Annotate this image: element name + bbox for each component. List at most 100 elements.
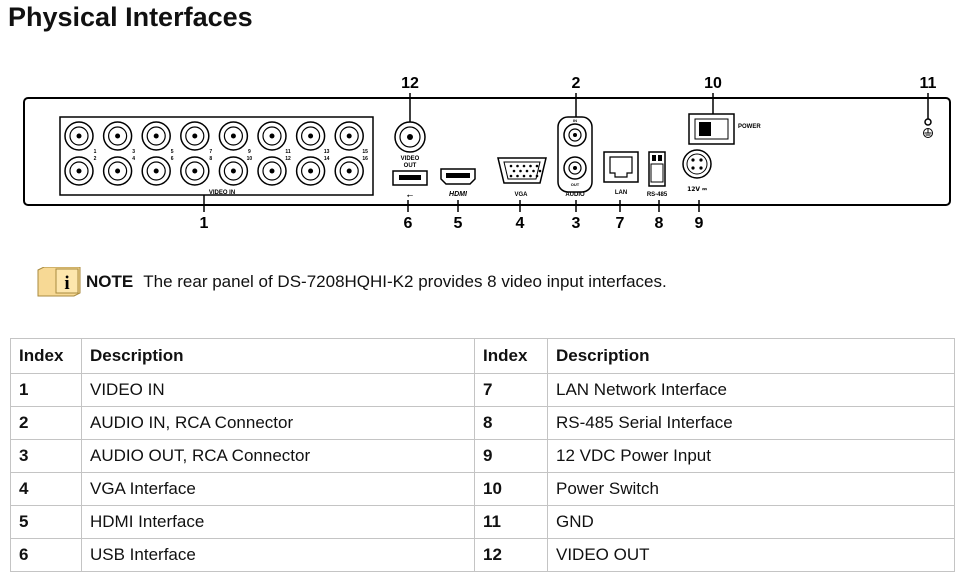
video-in-bnc-connector: 1 [64,121,97,155]
table-row: 1 VIDEO IN 7 LAN Network Interface [10,373,955,407]
channel-number: 9 [248,149,251,155]
info-note-icon: i [37,267,81,297]
row-description: VGA Interface [81,472,475,506]
video-in-bnc-connector: 6 [141,156,174,186]
video-in-bnc-connector: 7 [180,121,212,155]
audio-in-connector [563,123,587,147]
channel-number: 4 [132,156,135,162]
table-row: 3 AUDIO OUT, RCA Connector 9 12 VDC Powe… [10,439,955,473]
row-description-2: LAN Network Interface [547,373,955,407]
callout-11: 11 [920,75,937,92]
row-index: 4 [10,472,82,506]
channel-number: 1 [94,149,97,155]
callout-6: 6 [404,215,413,232]
video-in-bnc-connector: 9 [218,121,251,155]
header-index-2: Index [474,338,548,374]
power-switch-label: POWER [738,124,761,130]
row-index-2: 9 [474,439,548,473]
row-description: AUDIO IN, RCA Connector [81,406,475,440]
channel-number: 10 [247,156,253,162]
callout-9: 9 [695,215,704,232]
row-description: HDMI Interface [81,505,475,539]
hdmi-label: HDMI [449,191,468,198]
page-title: Physical Interfaces [8,2,253,32]
row-index-2: 8 [474,406,548,440]
note-label: NOTE [86,272,134,291]
video-in-bnc-connector: 10 [218,156,253,186]
note-text: The rear panel of DS-7208HQHI-K2 provide… [143,272,667,291]
callout-1: 1 [200,215,209,232]
row-index: 1 [10,373,82,407]
row-index: 6 [10,538,82,572]
table-header-row: Index Description Index Description [10,338,955,374]
interface-index-table: Index Description Index Description 1 VI… [10,338,955,572]
table-row: 5 HDMI Interface 11 GND [10,505,955,539]
video-out-label-2: OUT [404,163,417,169]
svg-text:i: i [64,273,69,294]
header-description-2: Description [547,338,955,374]
row-description: VIDEO IN [81,373,475,407]
table-row: 4 VGA Interface 10 Power Switch [10,472,955,506]
video-in-bnc-connector: 14 [295,156,330,186]
row-index: 2 [10,406,82,440]
channel-number: 12 [285,156,291,162]
row-description: AUDIO OUT, RCA Connector [81,439,475,473]
callout-4: 4 [516,215,525,232]
power-input-connector [682,149,712,179]
row-description-2: Power Switch [547,472,955,506]
video-in-bnc-connector: 15 [334,121,368,155]
callout-12: 12 [401,75,419,92]
video-in-bnc-connector: 12 [257,156,291,186]
video-in-bnc-connector: 2 [64,156,97,186]
channel-number: 8 [209,156,212,162]
video-in-bnc-connector: 4 [102,156,135,186]
row-description-2: GND [547,505,955,539]
table-row: 6 USB Interface 12 VIDEO OUT [10,538,955,572]
audio-out-label: OUT [571,182,580,187]
audio-in-label: IN [573,118,577,123]
row-index: 5 [10,505,82,539]
header-index: Index [10,338,82,374]
callout-5: 5 [454,215,463,232]
channel-number: 3 [132,149,135,155]
row-description-2: 12 VDC Power Input [547,439,955,473]
video-out-connector [394,121,426,153]
channel-number: 11 [285,149,291,155]
audio-label: AUDIO [565,192,585,198]
vga-label: VGA [514,192,528,198]
row-description: USB Interface [81,538,475,572]
video-in-bnc-connector: 8 [180,156,212,186]
row-index-2: 11 [474,505,548,539]
header-description: Description [81,338,475,374]
table-row: 2 AUDIO IN, RCA Connector 8 RS-485 Seria… [10,406,955,440]
video-in-bnc-connector: 11 [257,121,291,155]
channel-number: 7 [209,149,212,155]
row-index-2: 10 [474,472,548,506]
channel-number: 6 [171,156,174,162]
row-index-2: 12 [474,538,548,572]
channel-number: 16 [362,156,368,162]
power-input-label: 12V ⎓ [687,186,707,193]
channel-number: 13 [324,149,330,155]
video-in-bnc-connector: 5 [141,121,174,155]
audio-out-connector [563,156,587,180]
gnd-terminal [923,118,933,138]
video-in-bnc-connector: 13 [295,121,330,155]
callout-lines [203,93,929,212]
channel-number: 5 [171,149,174,155]
callout-3: 3 [572,215,581,232]
rs485-label: RS-485 [647,192,668,198]
callout-8: 8 [655,215,664,232]
video-in-bnc-connector: 3 [102,121,135,155]
channel-number: 2 [94,156,97,162]
channel-number: 14 [324,156,330,162]
callout-7: 7 [616,215,625,232]
usb-symbol: ⭠ [407,191,414,200]
video-in-bnc-connector: 16 [334,156,368,186]
row-index-2: 7 [474,373,548,407]
callout-10: 10 [704,75,722,92]
lan-label: LAN [615,190,627,196]
row-description-2: VIDEO OUT [547,538,955,572]
